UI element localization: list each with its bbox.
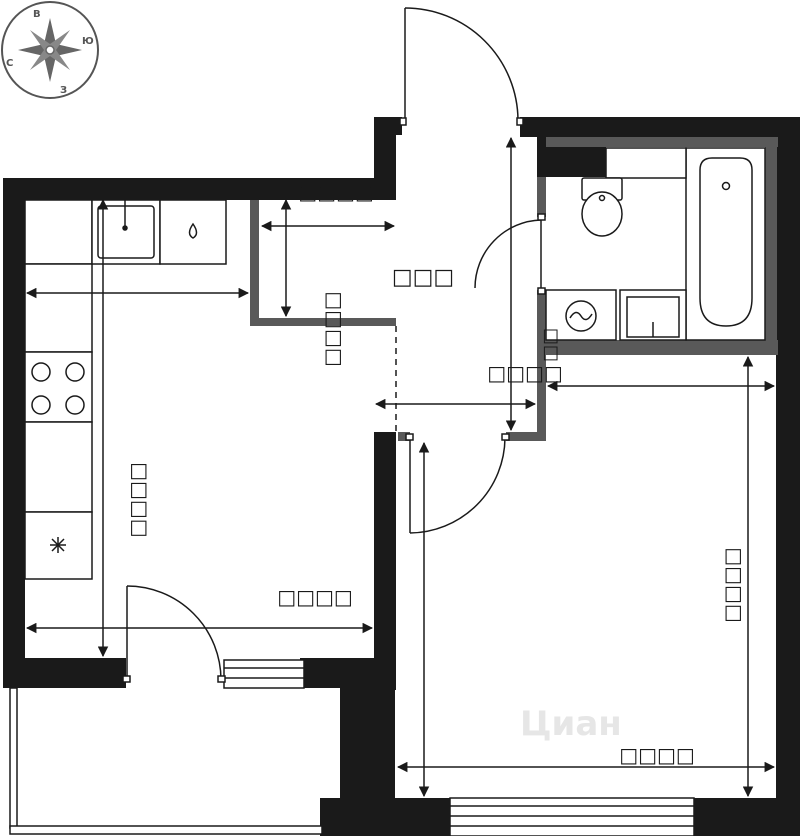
bath-dimension-label: □□ [541,328,562,362]
compass-east: В [33,9,41,20]
compass-north: С [6,58,13,69]
balcony [9,687,323,835]
watermark-text: Циан [520,704,622,744]
dimension-lines [25,136,776,798]
window-bedroom [449,797,695,836]
water-drop-icon [188,222,198,239]
fridge-icon [50,537,66,553]
kitchen-depth-label: □□□□ [125,462,149,538]
compass-icon: В Ю С З [1,1,99,99]
stove-icon [31,362,85,415]
bathtub-icon [685,147,766,341]
doors [122,7,546,683]
window-kitchen [223,659,305,689]
toilet-icon [581,177,623,237]
compass-south: Ю [82,36,94,47]
hall-width-label: □□□□ [298,180,374,204]
hall-label: □□□ [392,265,454,290]
bath-shelf [605,147,687,179]
kitchen-width-label: □□□□ [277,585,353,609]
partitions [250,137,778,441]
compass-west: З [60,85,67,96]
corridor-length-label: □□□□ [487,361,563,385]
washing-machine-icon [545,289,617,341]
washbasin-icon [619,289,687,341]
bedroom-depth-label: □□□□ [723,547,747,623]
outer-walls [3,117,800,836]
hall-depth-label: □□□□ [323,291,347,367]
bedroom-width-label: □□□□ [619,743,695,767]
